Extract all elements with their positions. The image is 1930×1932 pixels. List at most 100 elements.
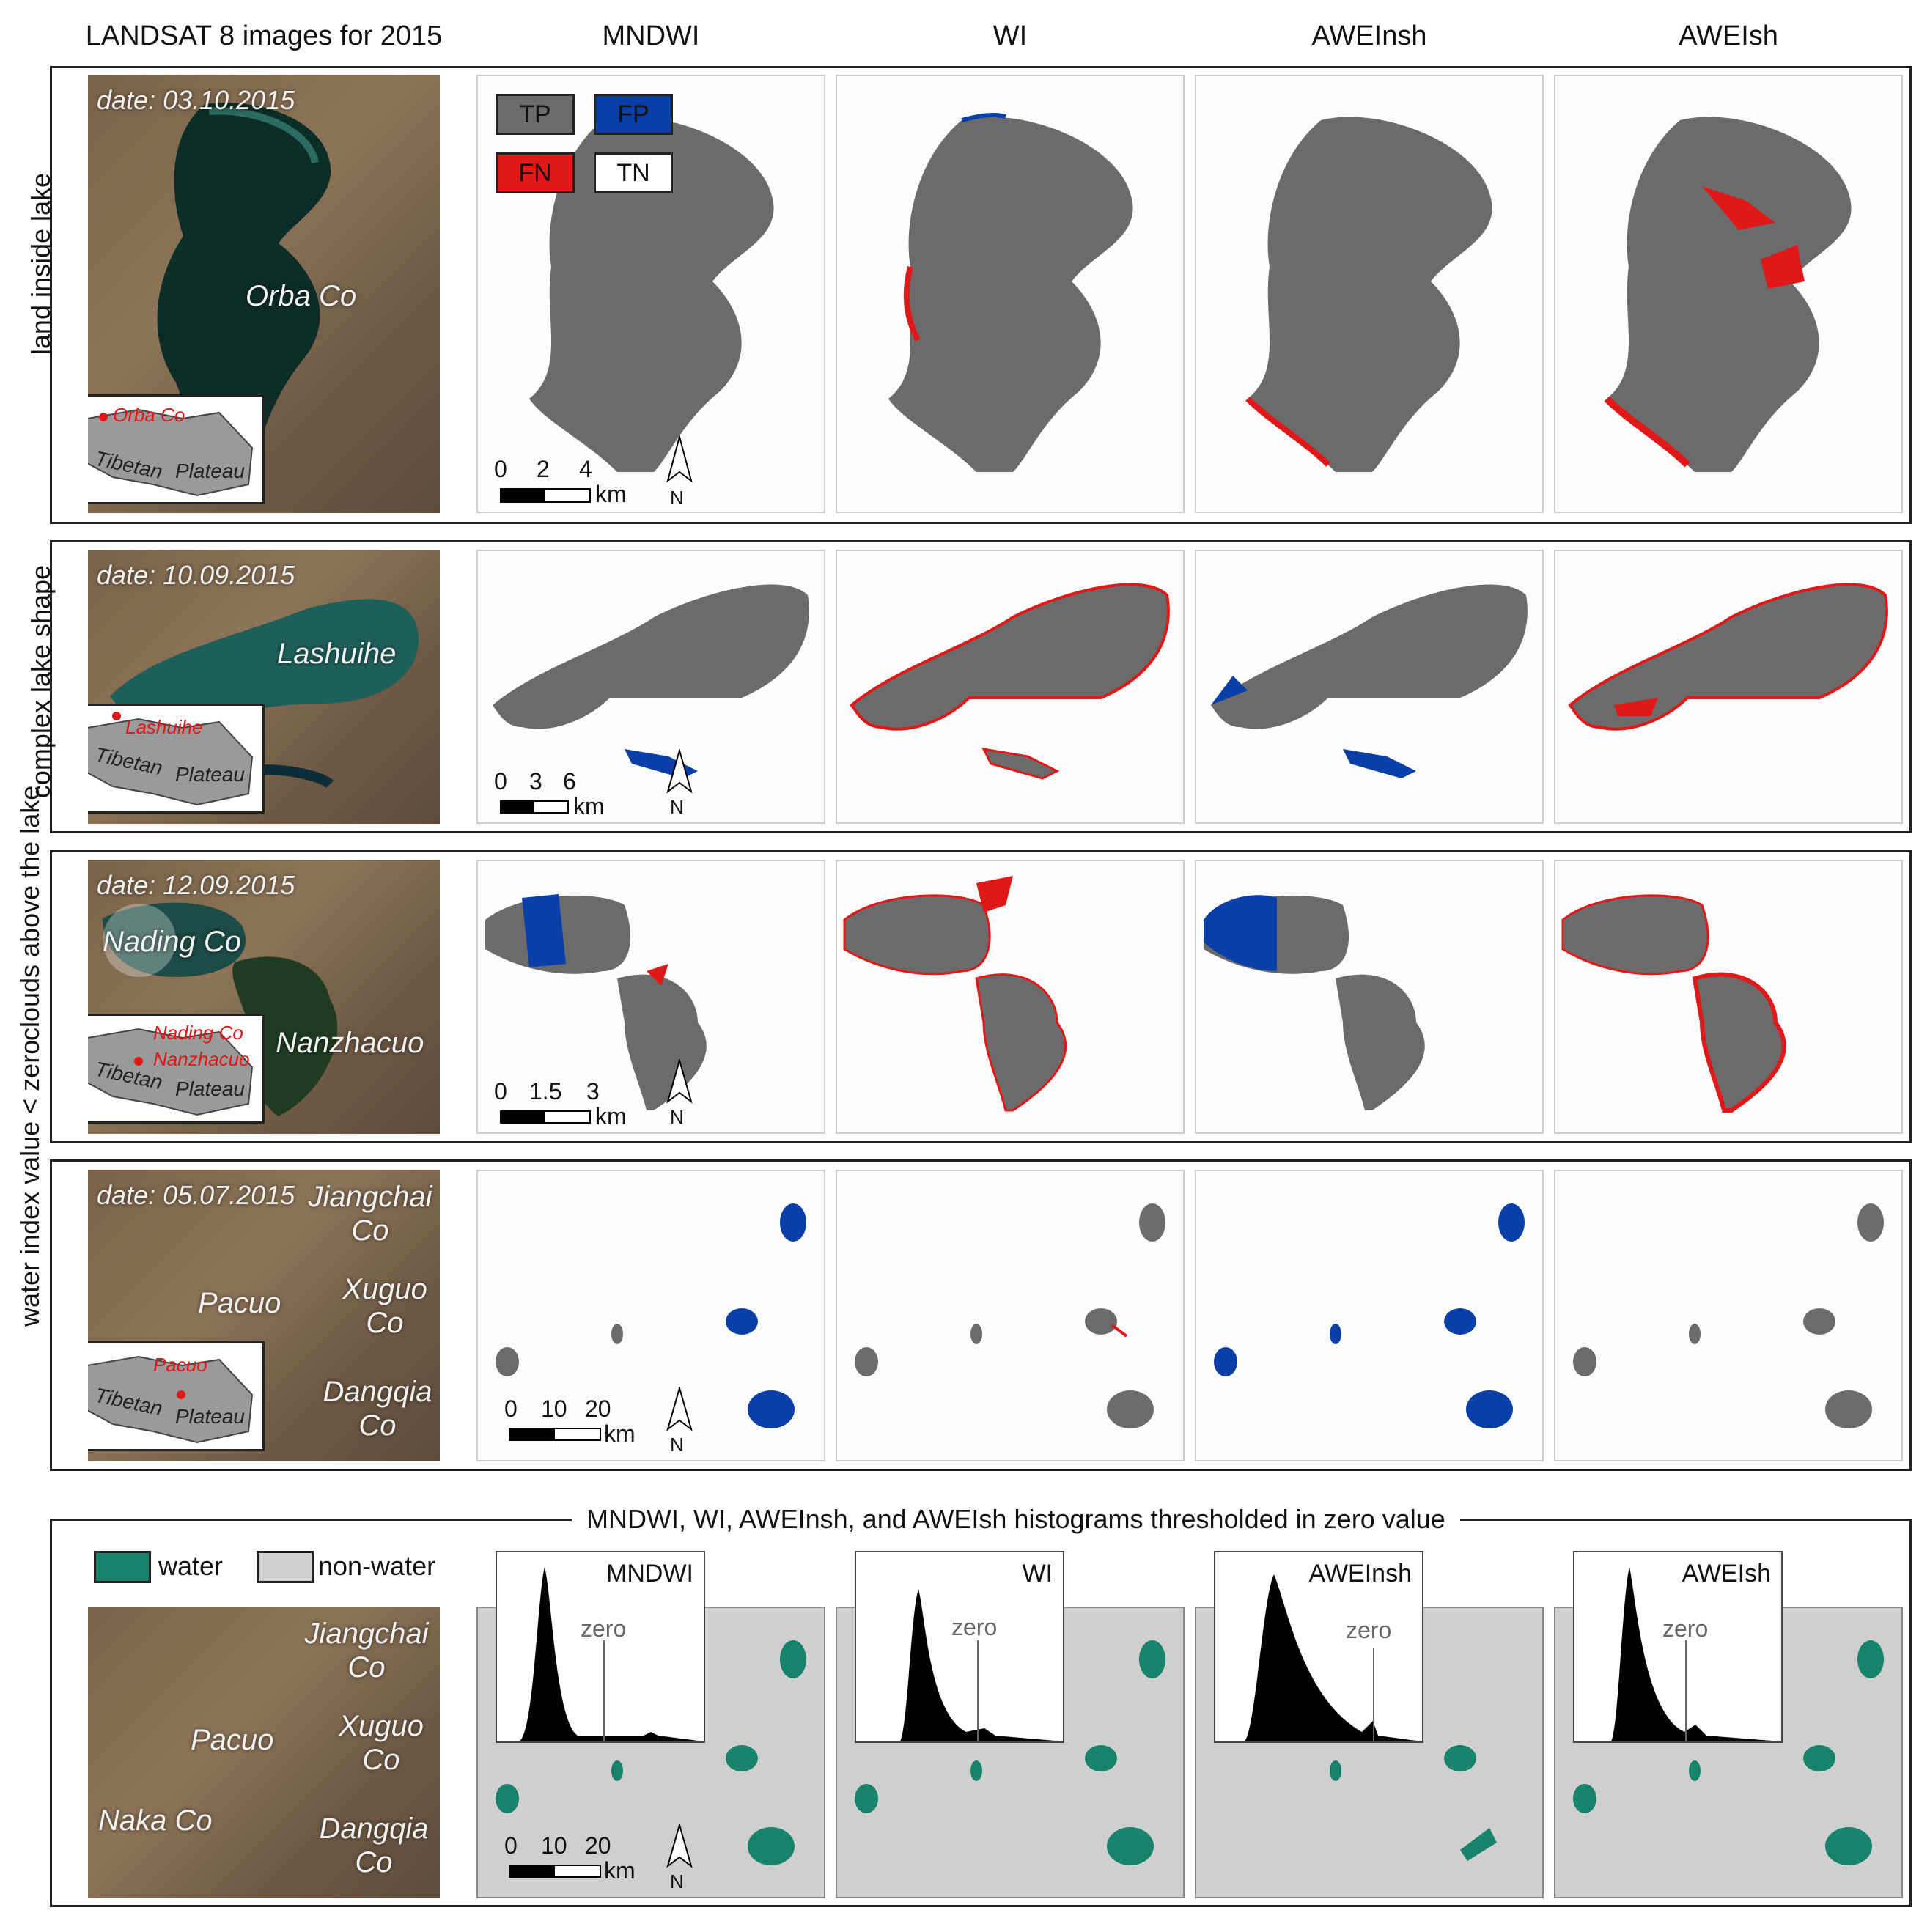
row2-inset-red-label: Lashuihe [125,716,203,738]
row4-aweish-panel [1554,1170,1903,1461]
row2-scale-0: 0 [494,768,507,794]
bottom-satellite-image: Jiangchai Co Pacuo Xuguo Co Naka Co Dang… [88,1607,440,1898]
row4-scale-2: 20 [585,1395,611,1422]
row2-satellite-image: date: 10.09.2015 Lashuihe Lashuihe Tibet… [88,550,440,824]
north-arrow-icon [666,749,693,794]
row3-date: date: 12.09.2015 [97,870,295,900]
bottom-scale-km: km [604,1857,636,1884]
row4-inset-plateau: Plateau [175,1405,245,1428]
row3-wi-panel [836,860,1185,1134]
row3-satellite-image: date: 12.09.2015 Nading Co Nanzhacuo Nad… [88,860,440,1134]
row2-mndwi-panel: 0 3 6 km N [476,550,825,824]
histogram-aweinsh: AWEInsh zero [1214,1551,1423,1743]
row2-label: complex lake shape [26,564,56,799]
bottom-lake-pacuo: Pacuo [191,1724,274,1756]
bottom-north-label: N [670,1870,684,1892]
histogram-mndwi-zero: zero [581,1615,627,1642]
row3-inset-red-label-2: Nanzhacuo [153,1048,250,1070]
row4-mndwi-panel: 0 10 20 km N [476,1170,825,1461]
north-arrow-icon [666,1387,693,1431]
row4-scale-km: km [604,1420,636,1447]
row3-aweish-panel [1554,860,1903,1134]
row1-scale-bar [500,488,591,503]
legend-water-label: water [158,1551,224,1581]
row4-lake3-label: Xuguo Co [342,1273,427,1339]
row4-scale-0: 0 [504,1395,518,1422]
row3-inset-map: Nading Co Nanzhacuo Tibetan Plateau [88,1014,265,1124]
row4-inset-red-label: Pacuo [153,1354,207,1376]
row3-scale-2: 3 [586,1078,600,1105]
row1-scale-2: 4 [579,456,592,482]
row1-lake-label: Orba Co [246,280,357,312]
row3-inset-plateau: Plateau [175,1077,245,1100]
row1-inset-plateau: Plateau [175,460,245,482]
row1-scale-km: km [595,481,627,507]
row1-wi-panel [836,75,1185,513]
legend-water-swatch [94,1551,151,1583]
row2-scale-2: 6 [563,768,576,794]
histogram-wi: WI zero [855,1551,1064,1743]
row2-scale-km: km [573,793,605,819]
histogram-wi-zero: zero [951,1614,998,1640]
row4-lake2-label: Pacuo [198,1287,281,1319]
histogram-mndwi: MNDWI zero [496,1551,705,1743]
north-arrow-icon [666,1059,693,1104]
row4-label: water index value < zero [15,1039,45,1327]
legend-tp: TP [496,94,575,135]
bottom-scale-2: 20 [585,1832,611,1859]
row4-scale-1: 10 [541,1395,567,1422]
row4-north-label: N [670,1434,684,1456]
row2-lake-label: Lashuihe [277,638,397,670]
row2-inset-plateau: Plateau [175,763,245,786]
row2-aweinsh-panel [1195,550,1544,824]
row2-wi-panel [836,550,1185,824]
histogram-aweinsh-zero: zero [1346,1617,1392,1643]
legend-fn: FN [496,152,575,193]
header-aweinsh: AWEInsh [1311,21,1427,51]
bottom-lake-dangqia: Dangqia Co [319,1813,429,1878]
row3-scale-0: 0 [494,1078,507,1105]
legend-tn: TN [594,152,673,193]
row3-inset-red-label: Nading Co [153,1022,243,1044]
header-wi: WI [992,21,1028,51]
row3-lake1-label: Nading Co [103,926,242,958]
north-arrow-icon [666,435,693,483]
row4-satellite-image: date: 05.07.2015 Jiangchai Co Pacuo Xugu… [88,1170,440,1461]
row3-north-label: N [670,1106,684,1128]
bottom-scale-1: 10 [541,1832,567,1859]
row4-scale-bar [509,1428,601,1441]
row2-aweish-panel [1554,550,1903,824]
bottom-lake-jiangchai: Jiangchai Co [304,1618,429,1684]
row1-inset-map: Orba Co Tibetan Plateau [88,394,265,504]
histogram-aweish: AWEIsh zero [1573,1551,1783,1743]
row3-scale-km: km [595,1103,627,1129]
legend-nonwater-swatch [257,1551,314,1583]
row1-mndwi-panel: TP FP FN TN 0 2 4 km N [476,75,825,513]
row4-inset-map: Pacuo Tibetan Plateau [88,1341,265,1451]
histogram-mndwi-label: MNDWI [606,1560,693,1588]
row1-scale-0: 0 [494,456,507,482]
row1-north-label: N [670,487,684,509]
row4-aweinsh-panel [1195,1170,1544,1461]
row3-label: clouds above the lake [15,785,45,1041]
bottom-lake-naka: Naka Co [98,1804,213,1837]
row1-satellite-image: date: 03.10.2015 Orba Co Orba Co Tibetan… [88,75,440,513]
row3-scale-bar [500,1110,591,1124]
row1-scale-1: 2 [537,456,550,482]
row3-aweinsh-panel [1195,860,1544,1134]
bottom-lake-xuguo: Xuguo Co [339,1710,424,1776]
row2-date: date: 10.09.2015 [97,560,295,590]
header-aweish: AWEIsh [1679,21,1778,51]
row1-inset-red-label: Orba Co [113,404,185,426]
row1-label: land inside lake [26,172,56,355]
header-mndwi: MNDWI [602,21,700,51]
row3-lake2-label: Nanzhacuo [276,1027,424,1059]
bottom-title: MNDWI, WI, AWEInsh, and AWEIsh histogram… [572,1504,1460,1535]
row2-inset-map: Lashuihe Tibetan Plateau [88,704,265,814]
histogram-wi-label: WI [1022,1560,1053,1588]
row3-scale-1: 1.5 [529,1078,562,1105]
row2-scale-bar [500,800,569,814]
row2-north-label: N [670,796,684,818]
row1-aweinsh-panel [1195,75,1544,513]
legend-fp: FP [594,94,673,135]
